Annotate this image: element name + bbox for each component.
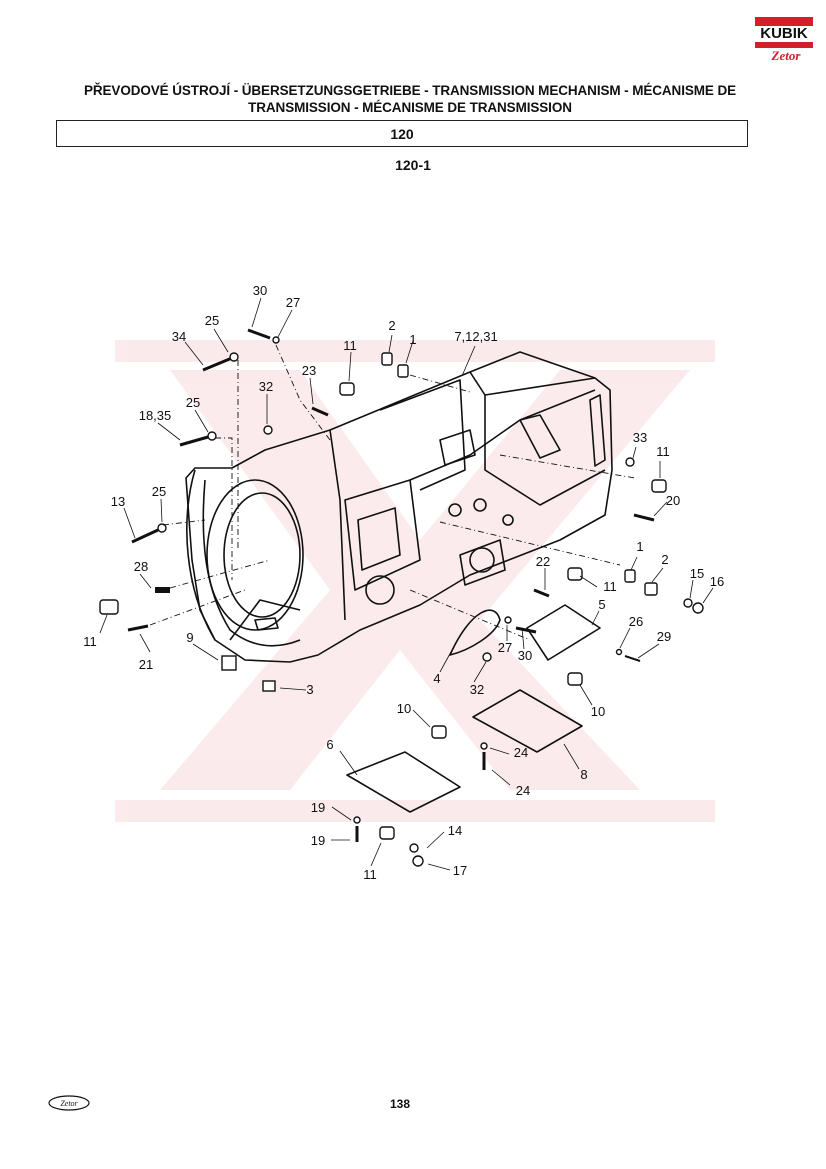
- callout-29: 29: [657, 629, 671, 644]
- title-line-2: TRANSMISSION - MÉCANISME DE TRANSMISSION: [248, 100, 572, 115]
- section-number-box: 120: [56, 120, 748, 147]
- callout-5: 5: [598, 597, 605, 612]
- callout-4: 4: [433, 671, 440, 686]
- callout-11: 11: [363, 867, 377, 882]
- callout-27: 27: [286, 295, 300, 310]
- callout-17: 17: [453, 863, 467, 878]
- callout-6: 6: [326, 737, 333, 752]
- callout-8: 8: [580, 767, 587, 782]
- callout-24: 24: [516, 783, 530, 798]
- subsection-number: 120-1: [395, 157, 431, 173]
- callout-10: 10: [397, 701, 411, 716]
- transmission-housing: [185, 351, 613, 663]
- callout-7-12-31: 7,12,31: [454, 329, 497, 344]
- kubik-zetor-logo: KUBIK Zetor: [755, 17, 813, 63]
- footer-zetor-logo: Zetor: [48, 1095, 90, 1111]
- callout-33: 33: [633, 430, 647, 445]
- callout-23: 23: [302, 363, 316, 378]
- callout-10: 10: [591, 704, 605, 719]
- callout-15: 15: [690, 566, 704, 581]
- logo-text-kubik: KUBIK: [760, 25, 808, 42]
- leader-lines: [99, 297, 714, 871]
- callout-3: 3: [306, 682, 313, 697]
- page-number: 138: [389, 1097, 411, 1111]
- callout-25: 25: [152, 484, 166, 499]
- watermark: [115, 340, 715, 822]
- callout-28: 28: [134, 559, 148, 574]
- cover-plate-8: [472, 689, 583, 753]
- logo-text-zetor: Zetor: [771, 48, 802, 63]
- callout-30: 30: [253, 283, 267, 298]
- callout-1: 1: [636, 539, 643, 554]
- callout-2: 2: [661, 552, 668, 567]
- callout-32: 32: [470, 682, 484, 697]
- callout-22: 22: [536, 554, 550, 569]
- cover-plates: [346, 604, 601, 813]
- title-line-1: PŘEVODOVÉ ÚSTROJÍ - ÜBERSETZUNGSGETRIEBE…: [83, 83, 737, 98]
- cover-plate-6: [346, 751, 461, 813]
- document-title: PŘEVODOVÉ ÚSTROJÍ - ÜBERSETZUNGSGETRIEBE…: [60, 82, 760, 116]
- callout-11: 11: [343, 338, 357, 353]
- callout-19: 19: [311, 833, 325, 848]
- callout-34: 34: [172, 329, 186, 344]
- callout-25: 25: [205, 313, 219, 328]
- cover-plate-5: [526, 604, 601, 661]
- callout-14: 14: [448, 823, 462, 838]
- callout-27: 27: [498, 640, 512, 655]
- fasteners: [99, 328, 704, 867]
- callout-19: 19: [311, 800, 325, 815]
- callout-9: 9: [186, 630, 193, 645]
- callout-21: 21: [139, 657, 153, 672]
- callout-26: 26: [629, 614, 643, 629]
- callout-32: 32: [259, 379, 273, 394]
- section-number: 120: [390, 125, 414, 142]
- callout-2: 2: [388, 318, 395, 333]
- callout-16: 16: [710, 574, 724, 589]
- callout-13: 13: [111, 494, 125, 509]
- callout-25: 25: [186, 395, 200, 410]
- callout-1: 1: [409, 332, 416, 347]
- callout-11: 11: [83, 634, 97, 649]
- callout-20: 20: [666, 493, 680, 508]
- assembly-lines: [149, 344, 636, 641]
- callout-18-35: 18,35: [139, 408, 172, 423]
- callout-24: 24: [514, 745, 528, 760]
- callout-11: 11: [603, 579, 617, 594]
- gasket-4: [449, 609, 501, 656]
- callout-30: 30: [518, 648, 532, 663]
- callout-11: 11: [656, 444, 670, 459]
- footer-logo-text: Zetor: [60, 1099, 78, 1108]
